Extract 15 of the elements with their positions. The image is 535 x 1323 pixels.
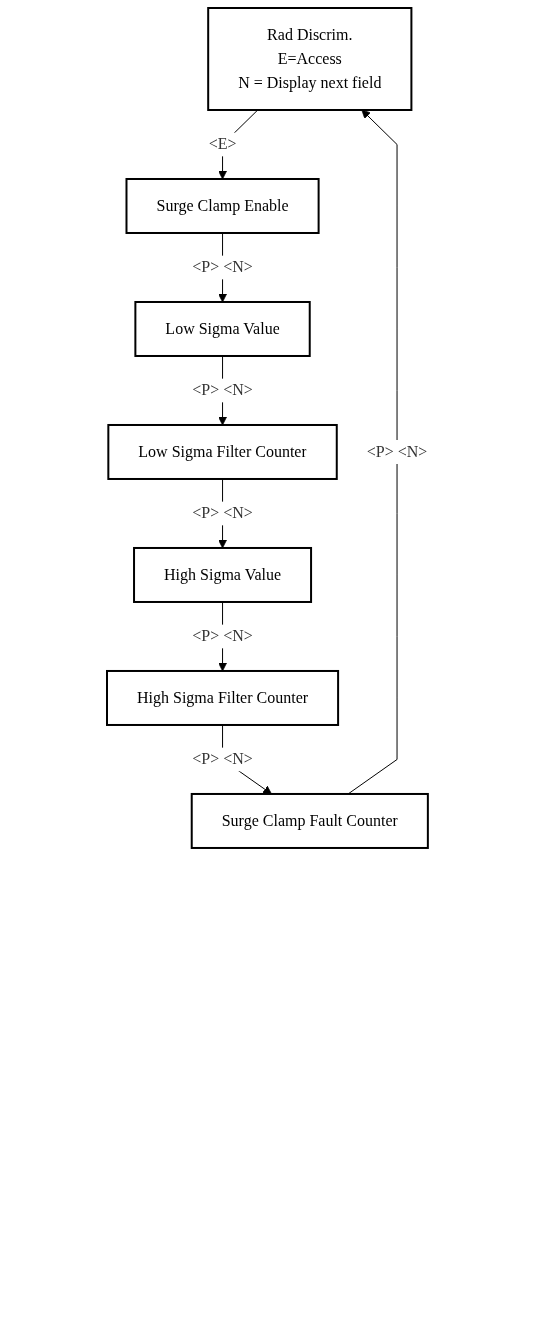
edge-label: <P> <N>: [192, 750, 253, 768]
edge-label: <P> <N>: [192, 504, 253, 522]
node-box: Low Sigma Filter Counter: [107, 424, 338, 480]
node-box: High Sigma Filter Counter: [106, 670, 340, 726]
arrow: [347, 109, 398, 795]
node-box: Surge Clamp Enable: [125, 178, 320, 234]
edge-label: <P> <N>: [192, 627, 253, 645]
node-box: Rad Discrim. E=Access N = Display next field: [207, 7, 413, 111]
node-box: Low Sigma Value: [134, 301, 311, 357]
edge-label: <P> <N>: [192, 258, 253, 276]
edge-label: <P> <N>: [366, 442, 428, 460]
node-box: Surge Clamp Fault Counter: [190, 792, 429, 849]
edge-label: <P> <N>: [192, 381, 253, 399]
node-box: High Sigma Value: [133, 547, 313, 603]
edge-label: <E>: [208, 135, 237, 153]
